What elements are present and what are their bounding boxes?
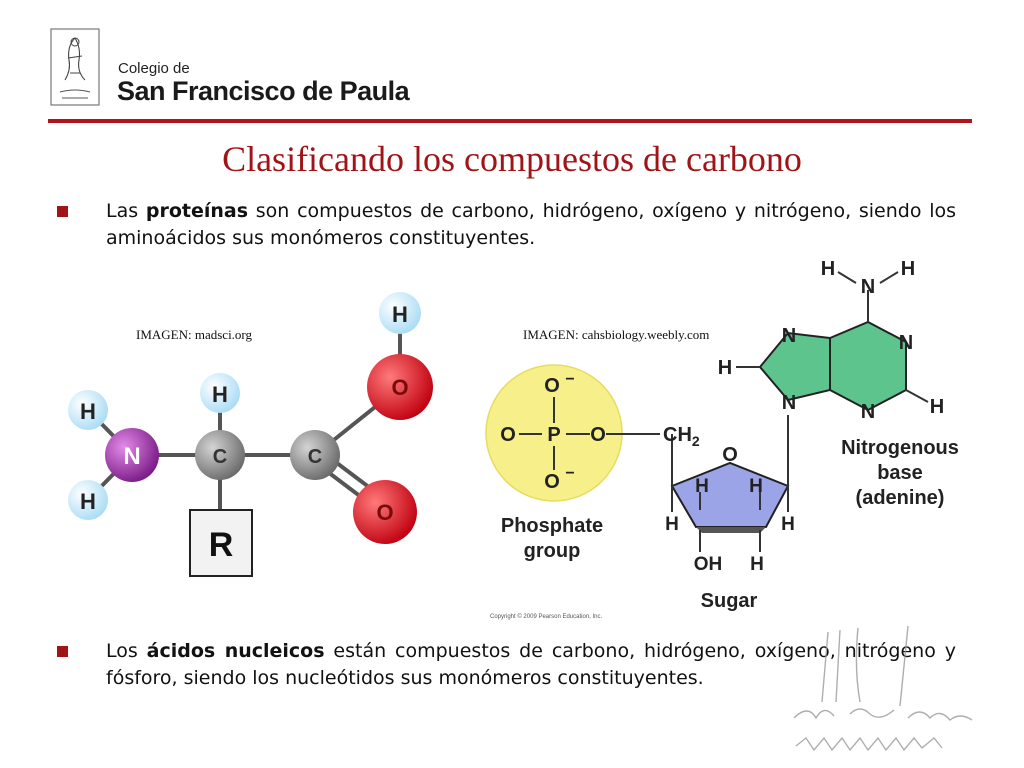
atom-h-left-top-label: H	[80, 399, 96, 424]
base-n-ring-right: N	[899, 332, 913, 354]
atom-c2-label: C	[308, 446, 322, 468]
sugar-h-inner-right: H	[749, 476, 763, 497]
base-label-2: base	[877, 462, 923, 484]
atom-n-label: N	[123, 443, 140, 470]
slide-title: Clasificando los compuestos de carbono	[222, 139, 802, 179]
base-h-top-left: H	[821, 258, 835, 280]
phosphate-o-bottom: O	[544, 471, 560, 493]
phosphate-group: O − O P O O − Phosphate group	[485, 364, 660, 562]
image-credit-right: IMAGEN: cahsbiology.weebly.com	[523, 327, 710, 342]
atom-o-bottom-label: O	[376, 500, 393, 525]
r-group-label: R	[209, 526, 234, 564]
atom-o-bottom: O	[353, 480, 417, 544]
nitrogenous-base: H N H N N H N N H Nitrogenous base (aden…	[718, 258, 959, 509]
atom-c2: C	[290, 430, 340, 480]
atom-h-top-label: H	[392, 302, 408, 327]
bullet-square-icon	[57, 646, 68, 657]
phosphate-o-right: O	[590, 424, 606, 446]
sugar-label: Sugar	[701, 590, 758, 612]
base-label-3: (adenine)	[856, 487, 945, 509]
base-n-top: N	[861, 276, 875, 298]
school-logo-icon	[50, 28, 100, 106]
atom-o-top: O	[367, 354, 433, 420]
atom-h-left-top: H	[68, 390, 108, 430]
header-divider	[48, 119, 972, 123]
phosphate-o-top: O	[544, 375, 560, 397]
sugar-h-outer-right: H	[781, 514, 795, 535]
sugar-ch2: CH2	[663, 424, 700, 449]
sugar-h-inner-left: H	[695, 476, 709, 497]
molecule-diagrams: H O H H N C C H O R O − O P O O − Phosph…	[68, 258, 959, 612]
bullet-square-icon	[57, 206, 68, 217]
r-group-box: R	[189, 509, 253, 577]
sugar-oh: OH	[694, 554, 723, 575]
sugar-ribose: CH2 O H H H H OH H Sugar	[663, 415, 795, 612]
phosphate-label-2: group	[524, 540, 581, 562]
base-h-right: H	[930, 396, 944, 418]
school-name-line1: Colegio de	[118, 60, 190, 77]
image-credit-left: IMAGEN: madsci.org	[136, 327, 253, 342]
atom-h-left-bottom-label: H	[80, 489, 96, 514]
amino-acid-bonds	[86, 313, 402, 514]
school-name-line2: San Francisco de Paula	[117, 76, 410, 106]
bullet-text-nucleic-acids: Los ácidos nucleicos están compuestos de…	[106, 640, 956, 689]
base-h-left: H	[718, 357, 732, 379]
base-label-1: Nitrogenous	[841, 437, 959, 459]
phosphate-label-1: Phosphate	[501, 515, 603, 537]
sugar-o: O	[722, 444, 738, 466]
atom-c1-label: C	[213, 446, 227, 468]
sugar-h-bottom: H	[750, 554, 764, 575]
copyright-note: Copyright © 2009 Pearson Education, Inc.	[490, 614, 603, 620]
atom-c1: C	[195, 430, 245, 480]
sugar-h-outer-left: H	[665, 514, 679, 535]
atom-o-top-label: O	[391, 375, 408, 400]
phosphate-o-bottom-charge: −	[565, 465, 574, 482]
signature-watermark-icon	[793, 625, 973, 752]
atom-h-mid-label: H	[212, 382, 228, 407]
atom-h-mid: H	[200, 373, 240, 413]
atom-h-left-bottom: H	[68, 480, 108, 520]
phosphate-o-left: O	[500, 424, 516, 446]
atom-n: N	[105, 428, 159, 482]
base-n-ring-left: N	[782, 325, 796, 347]
phosphate-o-top-charge: −	[565, 371, 574, 388]
base-h-top-right: H	[901, 258, 915, 280]
base-n-bottom: N	[861, 401, 875, 423]
base-n-bottom-left: N	[782, 392, 796, 414]
phosphate-p: P	[547, 424, 560, 446]
atom-h-top: H	[379, 292, 421, 334]
bullet-text-proteins: Las proteínas son compuestos de carbono,…	[106, 200, 957, 249]
